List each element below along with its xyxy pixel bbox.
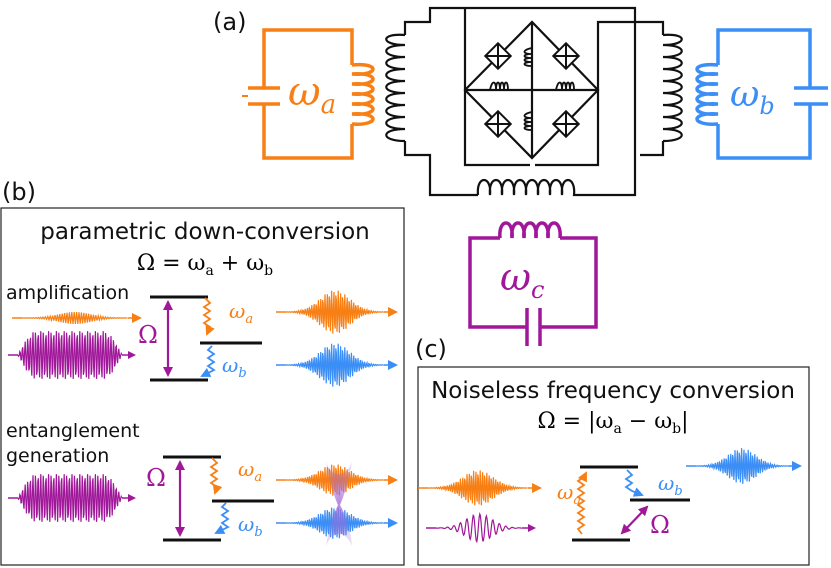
amplification-label: amplification <box>6 282 129 304</box>
amp-wavy-b <box>200 345 216 377</box>
pdc-title: parametric down-conversion <box>40 219 370 245</box>
nfc-wavy-a <box>576 471 587 535</box>
josephson-junctions <box>483 41 581 139</box>
nfc-wavy-b <box>624 469 644 497</box>
coil-bottom-black <box>476 178 620 197</box>
entanglement-label-line2: generation <box>6 445 109 467</box>
coil-b-inductor <box>695 62 719 126</box>
ent-input-pump-packet <box>17 474 123 522</box>
ent-wavy-b <box>214 502 230 534</box>
amp-omega-a: ωa <box>229 299 253 327</box>
amp-Omega: Ω <box>138 321 158 349</box>
ent-omega-b: ωb <box>238 512 263 540</box>
resonator-b <box>695 28 828 160</box>
nfc-input-a-packet <box>427 470 528 506</box>
panel-c-label: (c) <box>415 335 447 363</box>
coil-left-black <box>385 33 406 143</box>
amp-wavy-a <box>202 297 215 336</box>
panel-b-label: (b) <box>2 178 36 206</box>
panel-a: (a) ωa ωb <box>213 6 828 346</box>
entanglement-label-line1: entanglement <box>6 420 140 442</box>
pdc-equation: Ω = ωa + ωb <box>137 251 273 279</box>
omega-c-label: ωc <box>500 255 544 304</box>
coil-c-inductor <box>498 221 562 239</box>
ent-level-diagram: Ω ωa ωb <box>146 455 274 542</box>
nfc-level-diagram: Ω ωa ωb <box>557 465 690 542</box>
entanglement-overlay <box>326 462 352 546</box>
amp-input-pump-packet <box>17 331 123 379</box>
amp-level-diagram: Ω ωa ωb <box>138 295 262 382</box>
panel-b-frame <box>0 207 405 566</box>
nfc-pump-packet <box>435 511 522 544</box>
nfc-output-b-packet <box>695 448 788 484</box>
nfc-omega-arrow <box>620 505 649 535</box>
ent-omega-a: ωa <box>238 457 262 485</box>
josephson-ring-modulator <box>385 6 683 197</box>
coil-a-inductor <box>351 62 375 126</box>
amp-input-a-packet <box>22 311 128 325</box>
panel-a-label: (a) <box>213 8 246 36</box>
nfc-omega-a: ωa <box>557 480 581 508</box>
panel-b: (b) parametric down-conversion Ω = ωa + … <box>0 178 405 566</box>
inner-coils <box>489 47 575 131</box>
panel-c-frame <box>417 366 810 566</box>
resonator-a <box>242 28 375 160</box>
omega-a-label: ωa <box>288 69 336 120</box>
nfc-omega-b: ωb <box>658 471 683 499</box>
amp-output-b-packet <box>285 343 384 387</box>
amp-omega-b: ωb <box>222 353 247 381</box>
ent-wavy-a <box>209 457 223 495</box>
coil-right-black <box>662 33 683 143</box>
resonator-c <box>468 221 598 346</box>
nfc-title: Noiseless frequency conversion <box>431 378 795 404</box>
nfc-Omega: Ω <box>650 511 670 539</box>
amp-output-a-packet <box>285 290 384 334</box>
omega-b-label: ωb <box>730 74 775 120</box>
nfc-equation: Ω = |ωa − ωb| <box>537 409 688 437</box>
ent-Omega: Ω <box>146 464 166 492</box>
panel-c: (c) Noiseless frequency conversion Ω = |… <box>415 335 810 566</box>
